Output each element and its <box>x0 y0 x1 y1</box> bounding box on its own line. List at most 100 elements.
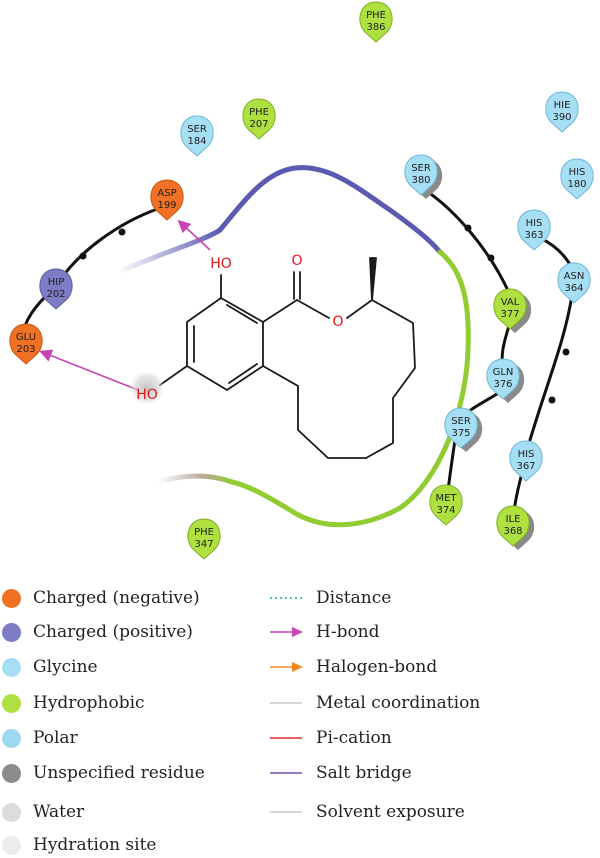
residue-number: 367 <box>516 461 535 472</box>
pi-cation-line <box>270 737 302 739</box>
residue-shape <box>517 209 551 251</box>
residue-shape <box>39 268 73 310</box>
hydration-site-dot <box>2 835 21 855</box>
atom-oh-bottom: HO <box>136 387 158 403</box>
residue-shape <box>9 323 43 365</box>
backbone-node <box>118 228 126 236</box>
legend-item: Unspecified residue <box>2 763 205 783</box>
residue-number: 203 <box>16 344 35 355</box>
legend-label: Polar <box>33 728 78 748</box>
legend-item: Salt bridge <box>268 763 412 783</box>
backbone-node <box>79 252 87 260</box>
unspecified-residue-dot <box>2 763 21 783</box>
distance-line <box>270 597 302 599</box>
legend-item: Glycine <box>2 657 98 677</box>
legend-item: Solvent exposure <box>268 802 465 822</box>
residue-name: GLU <box>16 332 36 343</box>
residue-name: PHE <box>249 107 269 118</box>
residue-number: 199 <box>157 200 176 211</box>
bond-c-o-ester <box>296 299 330 319</box>
backbone-asp199-hip202 <box>56 206 162 285</box>
pocket-green-segment <box>229 249 471 528</box>
residue-number: 376 <box>493 379 512 390</box>
pocket-blue-segment <box>217 165 443 255</box>
legend-item: Halogen-bond <box>268 657 437 677</box>
legend-item: Water <box>2 802 84 822</box>
residue-shape <box>359 1 393 43</box>
backbone-nodes <box>79 224 570 404</box>
residue-number: 375 <box>451 428 470 439</box>
residue-number: 380 <box>411 175 430 186</box>
methyl-wedge <box>369 257 377 301</box>
residue-nodes: ASP199HIP202GLU203SER184PHE207PHE386HIE3… <box>9 1 594 560</box>
legend-item: Polar <box>2 728 78 748</box>
residue-shape <box>486 358 520 400</box>
legend-item: Hydrophobic <box>2 693 145 713</box>
legend-item: Charged (positive) <box>2 622 193 642</box>
residue-name: HIS <box>518 449 535 460</box>
legend-item: H-bond <box>268 622 380 642</box>
ligand-structure <box>159 257 416 459</box>
hydrophobic-dot <box>2 693 21 713</box>
residue-shape <box>150 179 184 221</box>
legend-label: Unspecified residue <box>33 763 205 783</box>
solvent-exposure-line <box>270 811 302 813</box>
atom-o-ring: O <box>332 314 343 330</box>
bond-ring-carbonyl-c <box>262 299 298 323</box>
legend-label: Water <box>33 802 85 822</box>
legend-item: Charged (negative) <box>2 588 200 608</box>
residue-name: PHE <box>194 527 214 538</box>
h-bond-interactions <box>39 219 211 391</box>
backbone-node <box>464 224 472 232</box>
residue-number: 386 <box>366 22 385 33</box>
binding-pocket-outline <box>115 165 471 528</box>
salt-bridge-line <box>270 772 302 774</box>
backbone-asn364-his367 <box>528 293 574 442</box>
legend-item: Metal coordination <box>268 693 480 713</box>
residue-shape <box>404 154 438 196</box>
residue-shape <box>560 158 594 200</box>
h-bond-arrow <box>270 627 303 637</box>
legend-label: Metal coordination <box>316 693 481 713</box>
backbone-node <box>487 254 495 262</box>
bond-o-ch <box>346 299 373 319</box>
residue-name: PHE <box>366 10 386 21</box>
macrocycle-chain <box>262 299 416 459</box>
residue-number: 363 <box>524 230 543 241</box>
residue-name: HIS <box>569 167 586 178</box>
residue-number: 374 <box>436 505 455 516</box>
residue-name: ILE <box>506 514 521 525</box>
h-bond-arrow-asp199 <box>177 219 211 251</box>
residue-shape <box>557 262 591 304</box>
residue-shape <box>509 440 543 482</box>
legend: Charged (negative) Charged (positive) Glyc… <box>0 580 600 858</box>
aromatic-double-bond <box>228 363 258 384</box>
residue-number: 368 <box>503 526 522 537</box>
legend-label: H-bond <box>316 622 380 642</box>
backbone-ser375-met374 <box>446 438 457 492</box>
backbone-links <box>20 188 574 514</box>
residue-name: ASN <box>564 271 585 282</box>
backbone-ser380-val377 <box>423 188 512 297</box>
residue-name: SER <box>451 416 471 427</box>
residue-number: 377 <box>500 309 519 320</box>
residue-shape <box>429 484 463 526</box>
legend-item: Hydration site <box>2 835 156 855</box>
legend-label: Pi-cation <box>316 728 392 748</box>
pocket-grey-segment <box>155 473 235 485</box>
bond-c-oh-bottom <box>159 365 188 386</box>
